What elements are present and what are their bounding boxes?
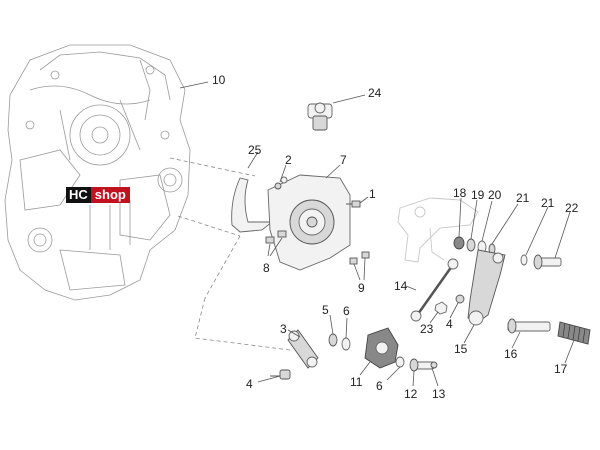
part-15-shift-lever [467,249,506,326]
callout-4b: 4 [246,377,253,391]
callout-23: 23 [420,322,434,336]
callout-9: 9 [358,281,365,295]
callout-4a: 4 [446,317,453,331]
callout-14: 14 [394,279,408,293]
part-4-bolt-left [270,369,291,380]
part-7-cover [267,174,351,271]
part-25-gasket [231,177,274,233]
callout-21a: 21 [516,191,530,205]
callout-17: 17 [554,362,568,376]
part-8-bolts [265,230,287,244]
callout-2: 2 [285,153,292,167]
callout-7: 7 [340,153,347,167]
callout-8: 8 [263,261,270,275]
callout-19: 19 [471,188,485,202]
hc-shop-logo: HC shop [66,187,130,203]
callout-1: 1 [369,187,376,201]
part-6-washer-lower [395,356,405,368]
callout-20: 20 [488,188,502,202]
callout-15: 15 [454,342,468,356]
callout-5: 5 [322,303,329,317]
callout-22: 22 [565,201,579,215]
parts-12-13-pin [409,358,438,372]
callout-6a: 6 [343,304,350,318]
part-14-linkage-rod [410,258,459,322]
part-23-nut [434,301,448,315]
engine-block [4,44,191,301]
callout-10: 10 [212,73,226,87]
callout-18: 18 [453,186,467,200]
callout-labels: 10 24 25 2 7 1 8 9 18 19 20 21 21 22 14 … [212,73,579,401]
part-22-pivot-pin [533,254,562,270]
part-1-bolt [346,200,361,208]
callout-25: 25 [248,143,262,157]
assembly-lines [169,157,291,351]
part-2-dowel [274,182,282,190]
callout-24: 24 [368,86,382,100]
part-3-lever-arm [287,329,319,369]
logo-hc: HC [66,187,91,203]
callout-11: 11 [350,375,363,389]
leader-lines [179,81,575,387]
logo-shop: shop [90,187,130,203]
callout-12: 12 [404,387,418,401]
part-9-bolts [349,251,370,265]
callout-16: 16 [504,347,518,361]
callout-6b: 6 [376,379,383,393]
footrest-bracket-outline [397,197,479,263]
part-24-sensor [307,102,333,131]
part-4-bolt-right [455,294,465,304]
callout-3: 3 [280,322,287,336]
part-16-peg-pin [507,318,551,334]
callout-21b: 21 [541,196,555,210]
parts-5-6-washers [328,333,351,351]
part-17-rubber-peg [557,321,591,345]
part-11-cam-block [364,327,399,369]
callout-13: 13 [432,387,446,401]
